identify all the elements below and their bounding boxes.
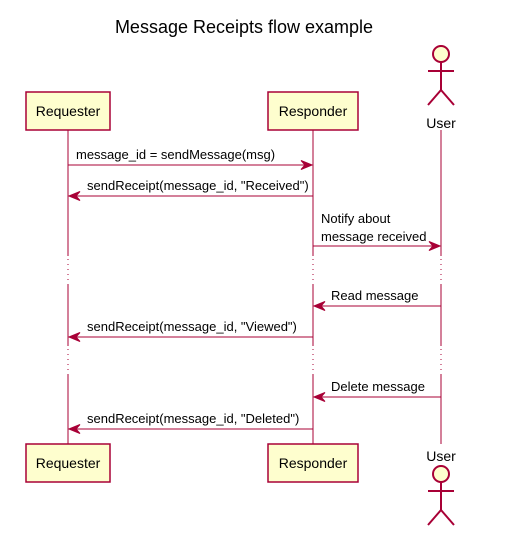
- message-6: Delete message: [312, 379, 441, 402]
- actor-legs: [427, 508, 455, 526]
- arrowhead-icon: [428, 241, 442, 251]
- actor-label: User: [426, 115, 456, 131]
- arrowhead-icon: [67, 424, 81, 434]
- actor-legs: [427, 88, 455, 106]
- arrowhead-icon: [312, 392, 326, 402]
- actor-user-top: User: [426, 45, 456, 131]
- message-4: Read message: [312, 288, 441, 311]
- participant-box: [267, 443, 359, 483]
- arrowhead-icon: [312, 301, 326, 311]
- participant-requester-bottom: Requester: [25, 443, 111, 483]
- participant-box: [25, 91, 111, 131]
- message-label: Read message: [331, 288, 418, 303]
- arrowhead-icon: [300, 160, 314, 170]
- arrowhead-icon: [67, 191, 81, 201]
- message-label: sendReceipt(message_id, "Viewed"): [87, 319, 297, 334]
- arrowhead-icon: [67, 332, 81, 342]
- message-1: message_id = sendMessage(msg): [68, 147, 314, 170]
- participant-responder-top: Responder: [267, 91, 359, 131]
- message-label: Delete message: [331, 379, 425, 394]
- participant-box: [25, 443, 111, 483]
- participant-label: Responder: [279, 103, 348, 119]
- message-label: message_id = sendMessage(msg): [76, 147, 275, 162]
- actor-user-bottom: User: [426, 448, 456, 526]
- participant-label: Requester: [36, 455, 101, 471]
- participant-label: Requester: [36, 103, 101, 119]
- participant-responder-bottom: Responder: [267, 443, 359, 483]
- diagram-title: Message Receipts flow example: [115, 17, 373, 37]
- message-label: sendReceipt(message_id, "Deleted"): [87, 411, 299, 426]
- message-label: sendReceipt(message_id, "Received"): [87, 178, 309, 193]
- lifelines: [67, 130, 442, 444]
- message-7: sendReceipt(message_id, "Deleted"): [67, 411, 313, 434]
- message-label-line1: Notify about: [321, 211, 391, 226]
- actor-head-icon: [432, 45, 450, 63]
- message-label-line2: message received: [321, 229, 427, 244]
- message-2: sendReceipt(message_id, "Received"): [67, 178, 313, 201]
- message-3: Notify about message received: [313, 211, 442, 251]
- message-5: sendReceipt(message_id, "Viewed"): [67, 319, 313, 342]
- actor-head-icon: [432, 465, 450, 483]
- participant-box: [267, 91, 359, 131]
- participant-label: Responder: [279, 455, 348, 471]
- participant-requester-top: Requester: [25, 91, 111, 131]
- actor-label: User: [426, 448, 456, 464]
